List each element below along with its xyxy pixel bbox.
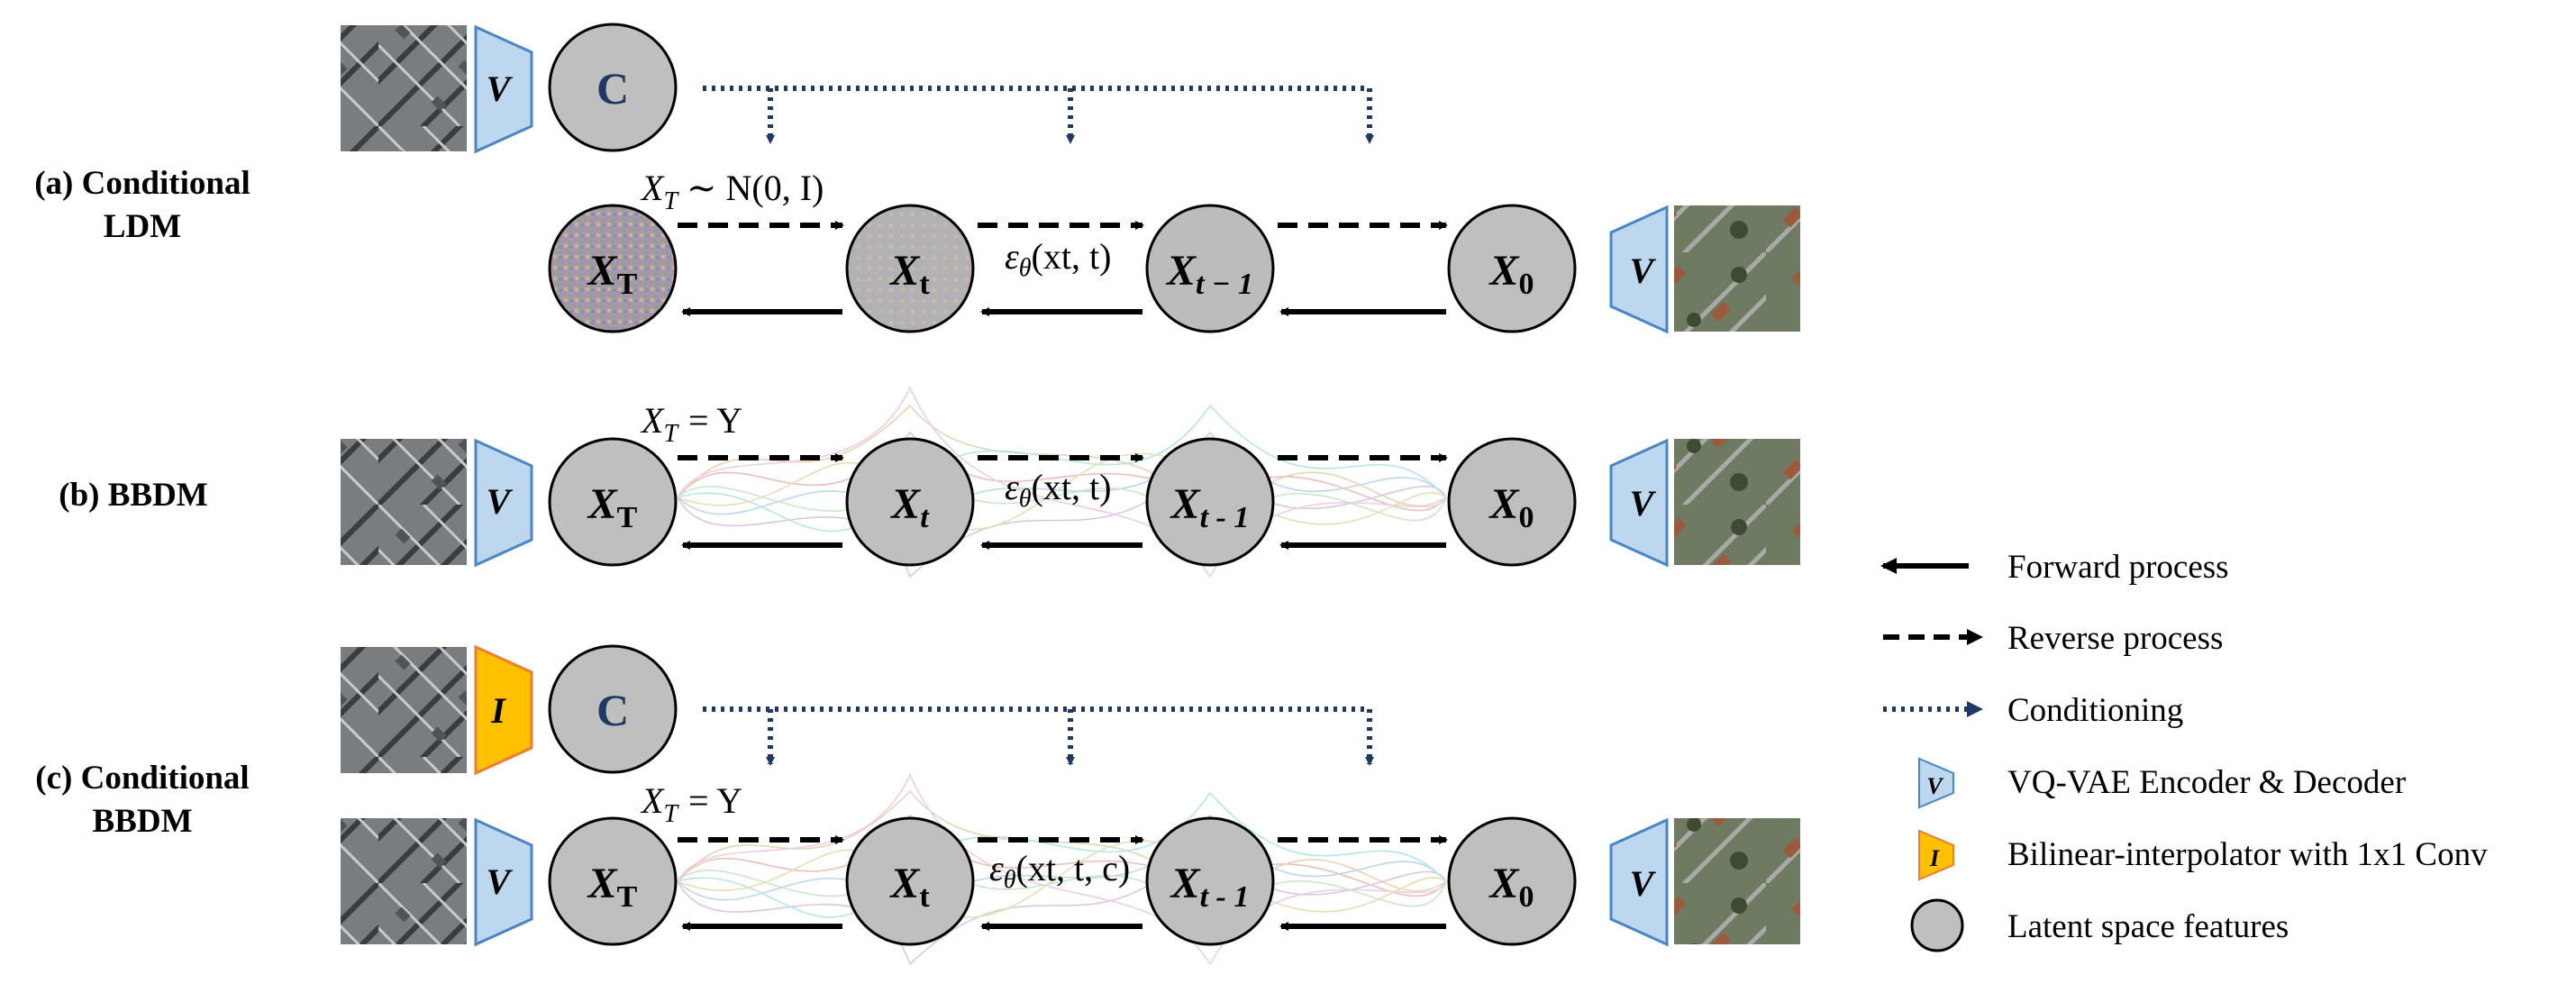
- bridge-trajectories-c: [677, 773, 1447, 966]
- row-c-label-line2: BBDM: [92, 803, 193, 840]
- row-a: V C XT Xt Xt − 1 X0 XT∼ N(0, I) εθ(xt, t…: [341, 23, 1800, 334]
- interpolator-label: I: [490, 690, 506, 731]
- encoder-trapezoid-icon: [474, 817, 533, 947]
- legend-reverse-text: Reverse process: [2007, 620, 2223, 657]
- node-x0-a-label: X0: [1488, 247, 1534, 301]
- legend-interp-text: Bilinear-interpolator with 1x1 Conv: [2007, 836, 2488, 873]
- encoder-trapezoid-icon: [474, 24, 533, 154]
- bridge-trajectories-b: [677, 386, 1447, 578]
- row-b: V XT Xt Xt - 1 X0 XT= Y εθ(xt, t) V: [341, 386, 1800, 578]
- node-xt-a: [845, 204, 975, 333]
- output-image-b: [1674, 439, 1800, 565]
- conditioning-arrows-a: [703, 86, 1374, 144]
- eps-c: εθ(xt, t, c): [989, 848, 1130, 894]
- node-xt-c-label: Xt: [888, 860, 930, 914]
- node-xt-c: [845, 816, 975, 946]
- node-xt1-b-label: Xt - 1: [1170, 480, 1250, 534]
- cond-node-a: [548, 23, 678, 152]
- legend-conditioning-text: Conditioning: [2007, 692, 2183, 729]
- row-c-label-line1: (c) Conditional: [35, 760, 250, 797]
- conditioning-arrows-c: [703, 706, 1374, 766]
- node-xt1-a: [1145, 204, 1275, 333]
- input-image-c2: [341, 818, 467, 944]
- legend-latent-icon: [1910, 898, 1964, 952]
- legend-latent-text: Latent space features: [2007, 908, 2289, 945]
- node-xt-b-label: Xt: [889, 480, 930, 534]
- encoder-label: V: [487, 481, 514, 522]
- legend-vqvae-text: VQ-VAE Encoder & Decoder: [2007, 764, 2406, 801]
- eps-b: εθ(xt, t): [1005, 467, 1111, 513]
- row-b-label: (b) BBDM: [16, 474, 250, 517]
- output-image-c: [1674, 818, 1800, 944]
- node-xt1-b: [1145, 437, 1275, 567]
- legend-vqvae-icon: [1918, 757, 1954, 809]
- eq-c: XT= Y: [640, 780, 742, 828]
- input-image-a: [341, 25, 467, 151]
- node-x0-c-label: X0: [1488, 860, 1534, 914]
- decoder-label: V: [1630, 483, 1657, 524]
- input-image-c1: [341, 647, 467, 773]
- cond-node-c: [548, 644, 678, 774]
- row-c-label: (c) Conditional BBDM: [16, 757, 269, 843]
- node-x0-a: [1447, 204, 1577, 333]
- row-a-label-line2: LDM: [103, 208, 182, 245]
- node-xt-b: [845, 437, 975, 567]
- eq-b: XT= Y: [640, 400, 742, 448]
- node-xT-a: [548, 204, 678, 333]
- node-xT-c: [548, 816, 678, 946]
- legend-forward-text: Forward process: [2007, 549, 2229, 586]
- legend-vqvae-icon-label: V: [1926, 773, 1944, 799]
- legend-interp-icon-label: I: [1929, 845, 1940, 871]
- decoder-trapezoid-icon: [1609, 205, 1669, 334]
- row-b-label-line1: (b) BBDM: [59, 477, 208, 514]
- row-a-label: (a) Conditional LDM: [16, 162, 269, 249]
- encoder-trapezoid-icon: [474, 438, 533, 568]
- node-xT-b: [548, 437, 678, 567]
- legend: Forward process Reverse process Conditio…: [1880, 549, 2488, 952]
- node-xT-b-label: XT: [587, 480, 638, 534]
- eq-a: XT∼ N(0, I): [640, 168, 824, 215]
- legend-interp-icon: [1918, 829, 1954, 881]
- cond-node-c-label: C: [596, 685, 629, 735]
- decoder-label: V: [1630, 863, 1657, 904]
- row-a-label-line1: (a) Conditional: [34, 165, 250, 202]
- decoder-trapezoid-icon: [1609, 438, 1669, 568]
- node-xt1-c-label: Xt - 1: [1170, 860, 1250, 914]
- input-image-b: [341, 439, 467, 565]
- output-image-a: [1674, 205, 1800, 332]
- node-xT-a-label: XT: [587, 247, 638, 301]
- node-xT-c-label: XT: [587, 860, 638, 914]
- node-x0-b-label: X0: [1488, 480, 1534, 534]
- decoder-trapezoid-icon: [1609, 817, 1669, 947]
- node-x0-b: [1447, 437, 1577, 567]
- node-x0-c: [1447, 816, 1577, 946]
- row-c: I C V XT Xt Xt - 1 X0: [341, 644, 1800, 966]
- interpolator-trapezoid-icon: [474, 644, 533, 776]
- node-xt1-c: [1145, 816, 1275, 946]
- encoder-label: V: [487, 861, 514, 902]
- eps-a: εθ(xt, t): [1005, 236, 1111, 282]
- node-xt-a-label: Xt: [888, 247, 930, 301]
- node-xt1-a-label: Xt − 1: [1165, 247, 1253, 301]
- decoder-label: V: [1630, 251, 1657, 291]
- encoder-label: V: [487, 68, 514, 109]
- cond-node-a-label: C: [596, 63, 629, 114]
